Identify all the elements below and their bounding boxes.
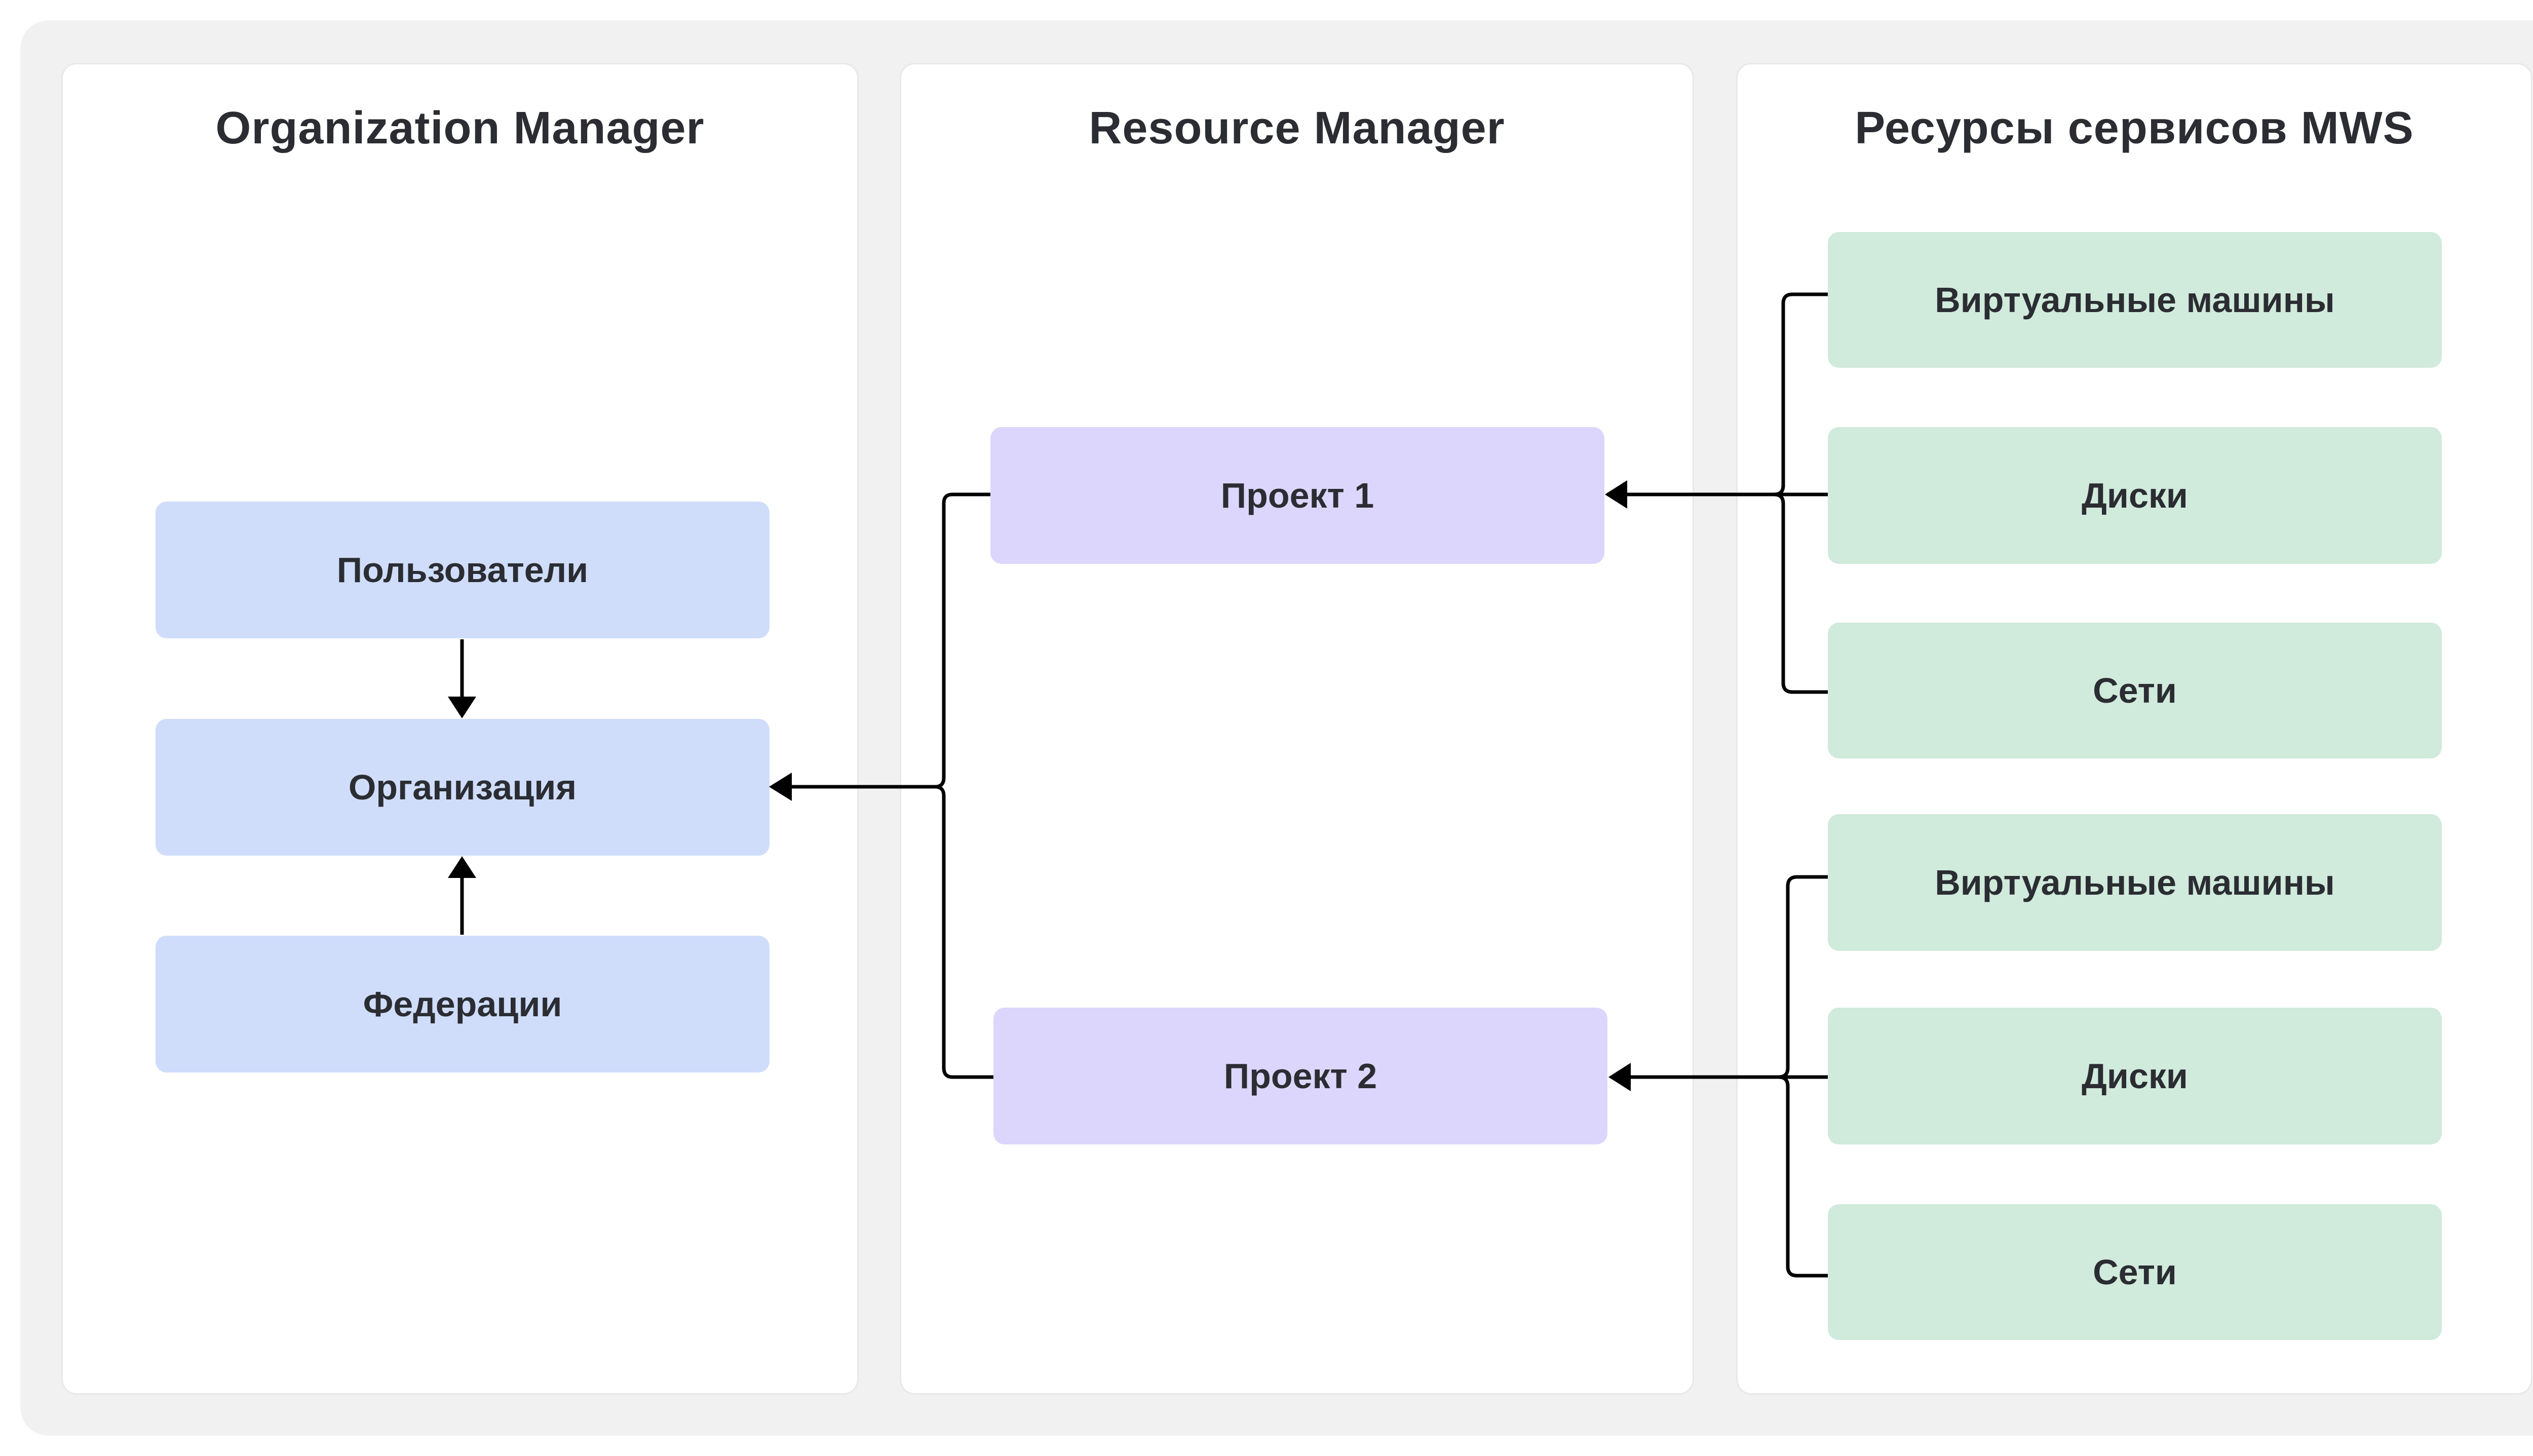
resource-disks-box-2: Диски [1828, 1008, 2442, 1144]
resource-manager-title: Resource Manager [1089, 103, 1505, 154]
resource-manager-panel: Resource Manager [900, 63, 1694, 1395]
federations-box: Федерации [156, 936, 770, 1072]
resource-networks-box-1: Сети [1828, 623, 2442, 758]
resource-networks-box-2: Сети [1828, 1204, 2442, 1340]
organization-box: Организация [156, 719, 770, 856]
resource-disks-box-1: Диски [1828, 427, 2442, 564]
organization-manager-title: Organization Manager [215, 103, 705, 154]
project-1-box: Проект 1 [990, 427, 1604, 564]
resource-vm-box-1: Виртуальные машины [1828, 232, 2442, 368]
resource-vm-box-2: Виртуальные машины [1828, 814, 2442, 951]
users-box: Пользователи [156, 502, 770, 638]
mws-resources-title: Ресурсы сервисов MWS [1855, 103, 2414, 154]
project-2-box: Проект 2 [993, 1008, 1607, 1144]
